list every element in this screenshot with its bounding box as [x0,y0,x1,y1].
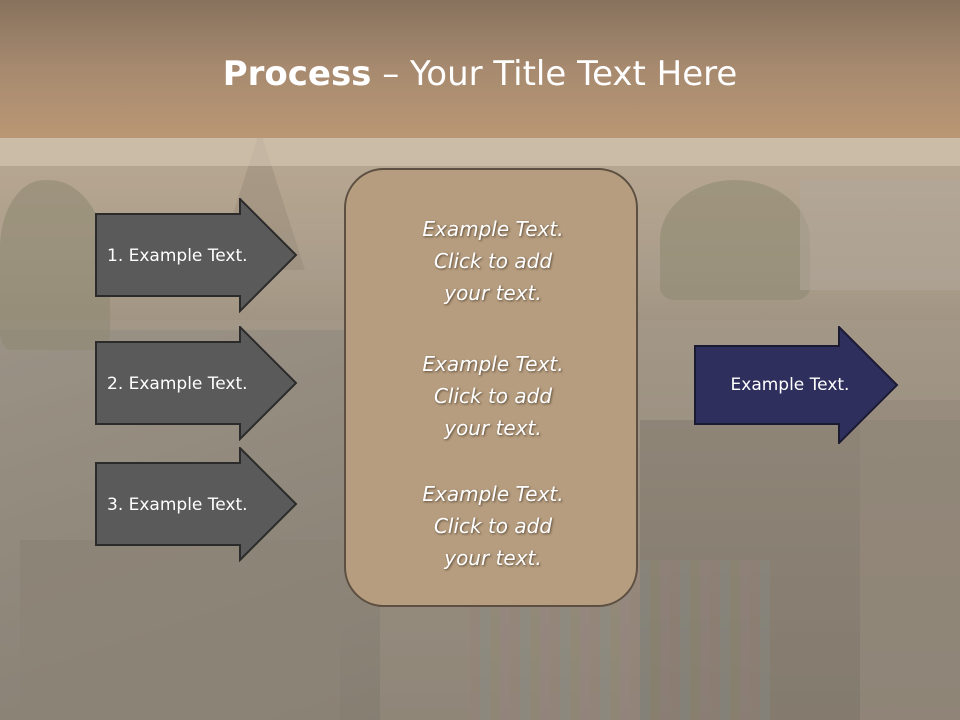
title-rest: – Your Title Text Here [371,54,738,94]
arrow-right-shape [95,198,298,313]
step-label-1: 1. Example Text. [107,245,248,266]
step-arrow-2[interactable]: 2. Example Text. [95,326,298,441]
result-label: Example Text. [730,375,850,395]
step-label-3: 3. Example Text. [107,494,248,515]
arrow-right-shape [95,326,298,441]
title-banner [0,0,960,138]
panel-text-block-3[interactable]: Example Text. Click to add your text. [346,478,640,574]
step-arrow-1[interactable]: 1. Example Text. [95,198,298,313]
background-trees-right [660,180,810,300]
panel-line: Click to add [433,384,553,408]
title-banner-strip [0,138,960,166]
arrow-right-shape [95,447,298,562]
panel-text-block-2[interactable]: Example Text. Click to add your text. [346,348,640,444]
panel-line: your text. [444,281,542,305]
center-text-panel[interactable]: Example Text. Click to add your text. Ex… [344,168,638,607]
panel-line: Example Text. [422,482,564,506]
panel-line: Example Text. [422,352,564,376]
panel-line: Click to add [433,249,553,273]
arrow-right-shape [694,326,899,444]
background-trees-left [0,180,110,350]
result-arrow[interactable]: Example Text. [694,326,899,444]
panel-line: Example Text. [422,217,564,241]
title-bold: Process [222,54,372,94]
background-barge [20,540,340,720]
panel-text-block-1[interactable]: Example Text. Click to add your text. [346,213,640,309]
panel-line: your text. [444,546,542,570]
slide-title[interactable]: Process – Your Title Text Here [0,52,960,96]
step-label-2: 2. Example Text. [107,373,248,394]
step-arrow-3[interactable]: 3. Example Text. [95,447,298,562]
background-building [800,180,960,290]
panel-line: Click to add [433,514,553,538]
panel-line: your text. [444,416,542,440]
background-wall [860,400,960,720]
